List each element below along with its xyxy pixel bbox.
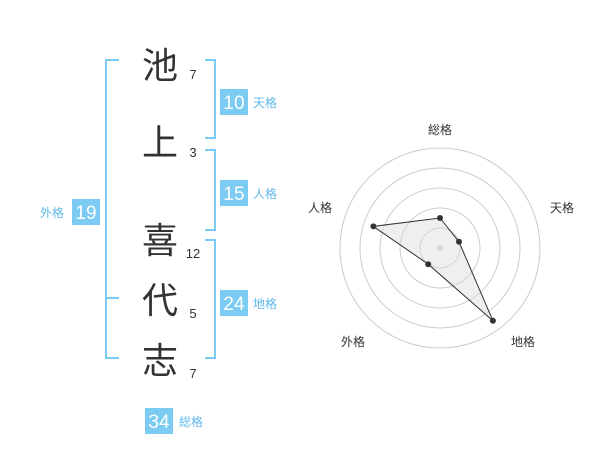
radar-point bbox=[456, 238, 462, 245]
name-char: 代 bbox=[142, 281, 178, 322]
jinkaku-label: 人格 bbox=[253, 186, 277, 201]
chikaku-badge bbox=[220, 290, 248, 316]
gaikaku-value: 19 bbox=[75, 203, 96, 224]
radar-axis-label: 総格 bbox=[428, 122, 452, 137]
radar-ring bbox=[399, 207, 481, 289]
name-char: 上 bbox=[142, 123, 178, 164]
radar-point bbox=[489, 317, 496, 324]
gaikaku-badge bbox=[72, 199, 100, 225]
chikaku-bracket bbox=[205, 239, 216, 359]
chikaku-value: 24 bbox=[223, 294, 245, 315]
soukaku-badge bbox=[145, 408, 173, 434]
jinkaku-badge bbox=[220, 180, 248, 206]
stroke-count: 7 bbox=[189, 366, 196, 381]
radar-axis-label: 天格 bbox=[550, 200, 574, 215]
radar-center bbox=[437, 245, 443, 251]
radar-ring bbox=[359, 167, 521, 329]
soukaku-value: 34 bbox=[148, 412, 170, 433]
radar-ring bbox=[339, 147, 541, 349]
radar-ring bbox=[419, 227, 461, 269]
radar-axis-label: 外格 bbox=[341, 334, 365, 349]
tenkaku-badge bbox=[220, 89, 248, 115]
radar-point bbox=[370, 223, 377, 230]
name-char: 池 bbox=[142, 46, 178, 87]
jinkaku-value: 15 bbox=[223, 184, 244, 205]
tenkaku-value: 10 bbox=[223, 93, 244, 114]
gaikaku-label: 外格 bbox=[40, 205, 64, 220]
stroke-count: 12 bbox=[186, 246, 200, 261]
name-char: 喜 bbox=[142, 221, 178, 262]
radar-polygon bbox=[372, 217, 494, 322]
radar-point bbox=[425, 261, 432, 268]
tenkaku-label: 天格 bbox=[253, 95, 277, 110]
soukaku-label: 総格 bbox=[179, 414, 203, 429]
tenkaku-bracket bbox=[205, 59, 216, 139]
stroke-count: 3 bbox=[189, 145, 196, 160]
radar-axis-label: 地格 bbox=[511, 334, 535, 349]
chikaku-label: 地格 bbox=[253, 296, 277, 311]
stroke-count: 7 bbox=[189, 67, 196, 82]
radar-ring bbox=[379, 187, 501, 309]
radar-chart: 総格 天格 地格 外格 人格 bbox=[308, 122, 574, 349]
radar-point bbox=[437, 215, 443, 221]
name-char: 志 bbox=[142, 341, 178, 382]
radar-axis-label: 人格 bbox=[308, 200, 332, 215]
jinkaku-bracket bbox=[205, 149, 216, 231]
gaikaku-bracket bbox=[105, 59, 119, 359]
stroke-count: 5 bbox=[189, 306, 196, 321]
